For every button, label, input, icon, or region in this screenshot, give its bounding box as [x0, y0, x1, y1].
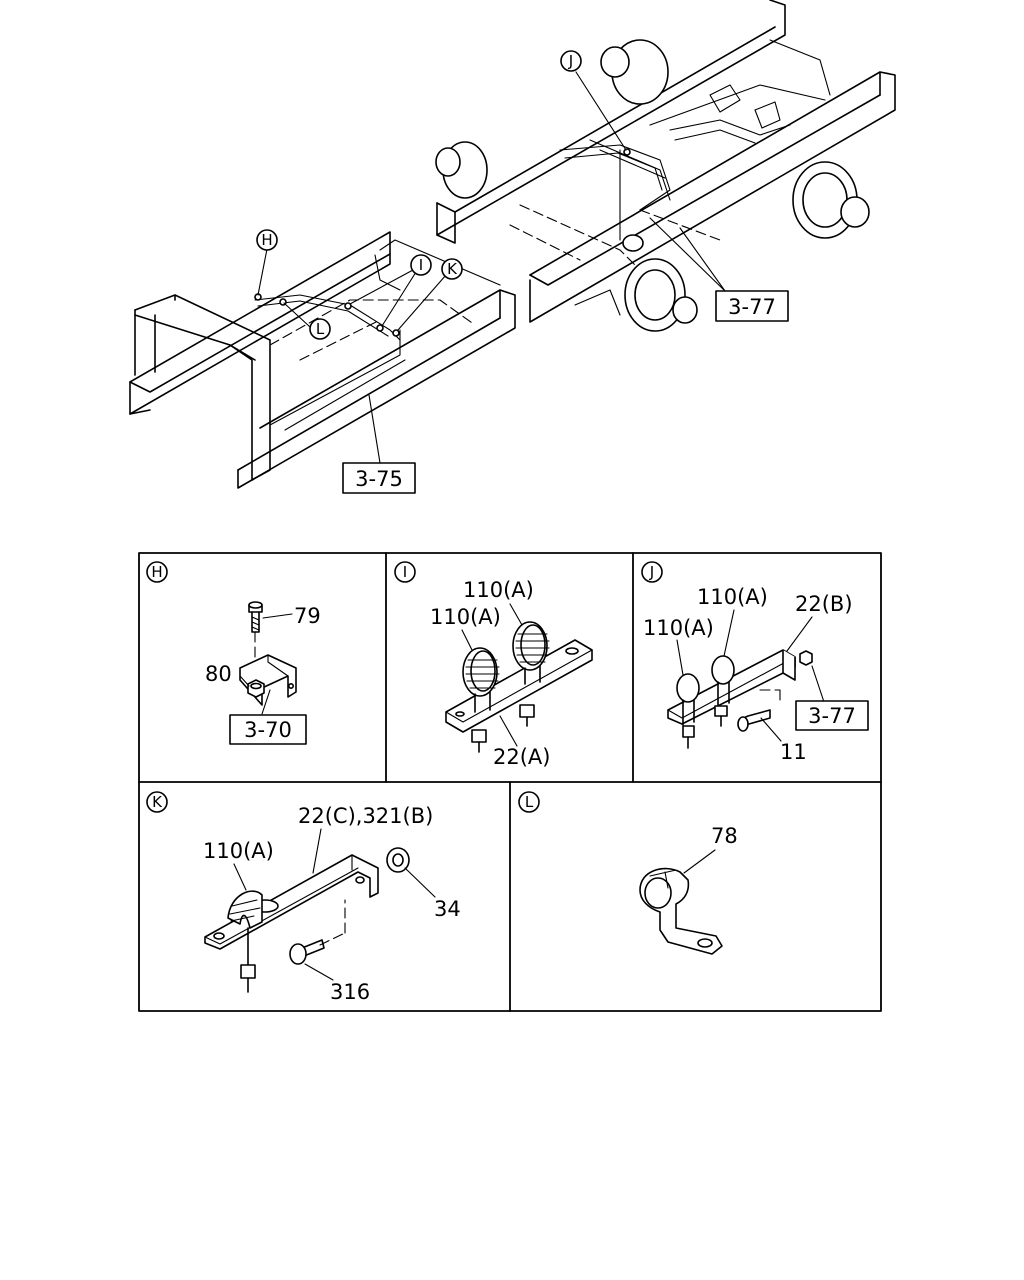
part-110a-upper: 110(A)	[697, 585, 768, 609]
detail-i-letter: I	[403, 563, 407, 581]
detail-l: L 78	[518, 791, 738, 955]
callout-l: L	[309, 318, 331, 340]
rear-wheel-lower-mid	[622, 234, 698, 332]
callout-leaders	[257, 71, 726, 464]
rear-wheel-upper-left	[435, 141, 488, 199]
part-316: 316	[330, 980, 370, 1004]
svg-text:I: I	[419, 256, 423, 274]
detail-j: J 110(A) 110(A) 22(B) 11 3-77	[641, 561, 869, 764]
svg-text:H: H	[261, 231, 272, 249]
detail-i: I 110(A) 110(A) 22(A)	[394, 561, 593, 769]
svg-text:K: K	[447, 260, 458, 278]
callout-i: I	[410, 254, 432, 276]
svg-text:3-77: 3-77	[728, 295, 776, 319]
svg-text:3-75: 3-75	[355, 467, 403, 491]
part-22c-321b: 22(C),321(B)	[298, 804, 433, 828]
part-110a: 110(A)	[203, 839, 274, 863]
detail-h-letter: H	[151, 563, 162, 581]
detail-grid	[138, 552, 882, 1012]
detail-k-letter: K	[152, 793, 163, 811]
part-80: 80	[205, 662, 232, 686]
callout-h: H	[256, 229, 278, 251]
part-22a: 22(A)	[493, 745, 550, 769]
detail-h: H 79 80 3-70	[146, 561, 321, 745]
rear-wheel-upper-mid	[600, 39, 669, 105]
part-110a-lower: 110(A)	[430, 605, 501, 629]
part-110a-lower: 110(A)	[643, 616, 714, 640]
part-78: 78	[711, 824, 738, 848]
callout-k: K	[441, 258, 463, 280]
callout-j: J	[560, 50, 582, 72]
ref-box-3-77: 3-77	[715, 290, 789, 322]
svg-text:L: L	[316, 320, 325, 338]
part-22b: 22(B)	[795, 592, 853, 616]
detail-k: K 22(C),321(B) 110(A) 34 316	[146, 791, 461, 1004]
detail-j-letter: J	[649, 563, 654, 581]
detail-l-letter: L	[525, 793, 534, 811]
ref-box-3-75: 3-75	[342, 462, 416, 494]
part-11: 11	[780, 740, 807, 764]
svg-text:J: J	[568, 52, 573, 70]
rear-wheel-lower-right	[792, 161, 870, 239]
part-79: 79	[294, 604, 321, 628]
ref-box-3-70: 3-70	[244, 718, 292, 742]
part-110a-upper: 110(A)	[463, 578, 534, 602]
part-34: 34	[434, 897, 461, 921]
chassis-frame-drawing	[129, 0, 896, 489]
ref-box-3-77-detail: 3-77	[808, 704, 856, 728]
